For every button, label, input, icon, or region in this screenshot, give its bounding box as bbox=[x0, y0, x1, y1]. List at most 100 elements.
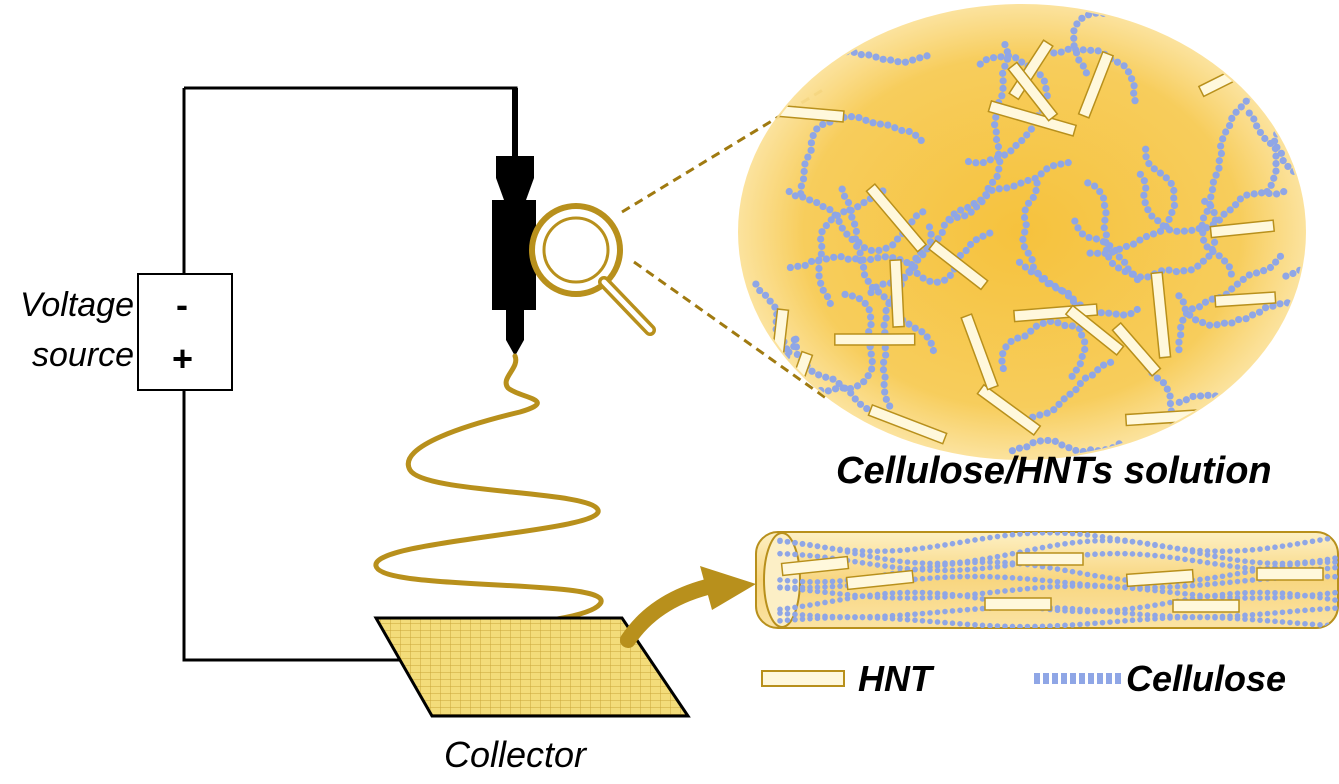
cellulose-bead bbox=[949, 620, 956, 627]
cellulose-bead bbox=[1165, 226, 1174, 234]
cellulose-bead bbox=[840, 192, 849, 200]
cellulose-bead bbox=[1171, 436, 1179, 445]
cellulose-bead bbox=[777, 617, 783, 624]
cellulose-bead bbox=[1257, 595, 1263, 601]
legend-cellulose-dot bbox=[1106, 673, 1112, 684]
cellulose-bead bbox=[777, 538, 783, 545]
cellulose-bead bbox=[881, 253, 889, 261]
cellulose-bead bbox=[1002, 559, 1008, 566]
cellulose-bead bbox=[912, 589, 918, 596]
cellulose-bead bbox=[1009, 587, 1016, 593]
cellulose-bead bbox=[1234, 578, 1241, 585]
legend-hnt-swatch bbox=[761, 670, 845, 687]
cellulose-bead bbox=[972, 537, 978, 543]
cellulose-bead bbox=[1313, 42, 1320, 49]
cellulose-bead bbox=[1121, 267, 1129, 276]
cellulose-bead bbox=[1021, 263, 1029, 271]
cellulose-bead bbox=[867, 614, 873, 621]
cellulose-bead bbox=[1280, 513, 1287, 520]
cellulose-bead bbox=[806, 41, 814, 49]
cellulose-bead bbox=[1020, 213, 1029, 222]
cellulose-bead bbox=[1144, 552, 1151, 558]
cellulose-bead bbox=[700, 461, 707, 468]
cellulose-bead bbox=[1212, 580, 1218, 587]
cellulose-bead bbox=[1130, 82, 1138, 90]
cellulose-bead bbox=[1189, 549, 1196, 555]
cellulose-bead bbox=[720, 430, 727, 437]
cellulose-bead bbox=[1092, 538, 1098, 544]
cellulose-bead bbox=[1227, 563, 1233, 569]
cellulose-bead bbox=[1039, 544, 1046, 551]
cellulose-bead bbox=[1090, 182, 1099, 190]
cellulose-bead bbox=[1302, 539, 1308, 546]
cellulose-bead bbox=[1036, 411, 1044, 419]
cellulose-bead bbox=[1208, 295, 1216, 303]
cellulose-bead bbox=[897, 595, 903, 601]
cellulose-bead bbox=[837, 591, 843, 597]
cellulose-bead bbox=[853, 382, 862, 390]
cellulose-bead bbox=[813, 125, 821, 133]
cellulose-bead bbox=[1114, 576, 1121, 582]
cellulose-bead bbox=[1127, 310, 1135, 318]
cellulose-bead bbox=[880, 321, 888, 329]
cellulose-bead bbox=[934, 594, 941, 601]
cellulose-bead bbox=[933, 278, 941, 286]
cellulose-bead bbox=[773, 394, 781, 402]
solution-zoom bbox=[700, 4, 1335, 520]
cellulose-bead bbox=[1018, 136, 1026, 145]
cellulose-bead bbox=[799, 587, 806, 593]
cellulose-bead bbox=[964, 203, 972, 212]
cellulose-bead bbox=[964, 621, 971, 628]
cellulose-bead bbox=[860, 198, 868, 207]
cellulose-bead bbox=[1170, 194, 1178, 202]
hnt-rod bbox=[1007, 61, 1059, 122]
cellulose-bead bbox=[1174, 555, 1181, 562]
cellulose-bead bbox=[1227, 579, 1233, 586]
cellulose-bead bbox=[1094, 47, 1102, 55]
hnt-rod bbox=[1016, 552, 1084, 566]
cellulose-bead bbox=[1159, 601, 1166, 607]
cellulose-bead bbox=[1328, 324, 1335, 331]
cellulose-bead bbox=[874, 591, 881, 598]
cellulose-bead bbox=[1069, 605, 1076, 612]
cellulose-bead bbox=[784, 42, 792, 51]
cellulose-bead bbox=[1070, 27, 1078, 35]
cellulose-bead bbox=[1302, 607, 1308, 614]
cellulose-bead bbox=[934, 574, 941, 581]
cellulose-bead bbox=[994, 574, 1001, 580]
cellulose-bead bbox=[987, 573, 993, 580]
cellulose-bead bbox=[1199, 257, 1207, 265]
cellulose-bead bbox=[1189, 392, 1197, 401]
cellulose-bead bbox=[880, 293, 888, 301]
cellulose-bead bbox=[1324, 573, 1331, 580]
cellulose-bead bbox=[919, 545, 926, 551]
cellulose-bead bbox=[1312, 79, 1319, 86]
cellulose-bead bbox=[1152, 602, 1158, 608]
cellulose-bead bbox=[807, 541, 813, 548]
cellulose-bead bbox=[843, 230, 851, 238]
cellulose-bead bbox=[1077, 583, 1083, 589]
cellulose-bead bbox=[814, 588, 821, 595]
legend-cellulose-dot bbox=[1079, 673, 1085, 684]
cellulose-bead bbox=[819, 120, 827, 129]
cellulose-bead bbox=[923, 244, 931, 252]
cellulose-bead bbox=[912, 546, 918, 552]
cellulose-bead bbox=[885, 299, 893, 308]
cellulose-bead bbox=[1114, 6, 1122, 14]
cellulose-bead bbox=[1264, 610, 1271, 617]
fiber-cylinder bbox=[755, 531, 1339, 629]
cellulose-bead bbox=[1196, 392, 1205, 400]
cellulose-bead bbox=[1332, 622, 1338, 628]
cellulose-bead bbox=[807, 602, 813, 608]
cellulose-bead bbox=[822, 589, 828, 596]
cellulose-bead bbox=[949, 574, 956, 580]
cellulose-bead bbox=[874, 562, 881, 568]
cellulose-bead bbox=[1078, 14, 1086, 22]
cellulose-bead bbox=[1024, 623, 1031, 628]
cellulose-bead bbox=[1332, 589, 1338, 596]
cellulose-bead bbox=[1012, 141, 1020, 150]
cellulose-bead bbox=[1204, 581, 1211, 588]
cellulose-bead bbox=[1130, 89, 1138, 97]
cellulose-bead bbox=[1287, 608, 1293, 615]
cellulose-bead bbox=[1317, 594, 1323, 601]
